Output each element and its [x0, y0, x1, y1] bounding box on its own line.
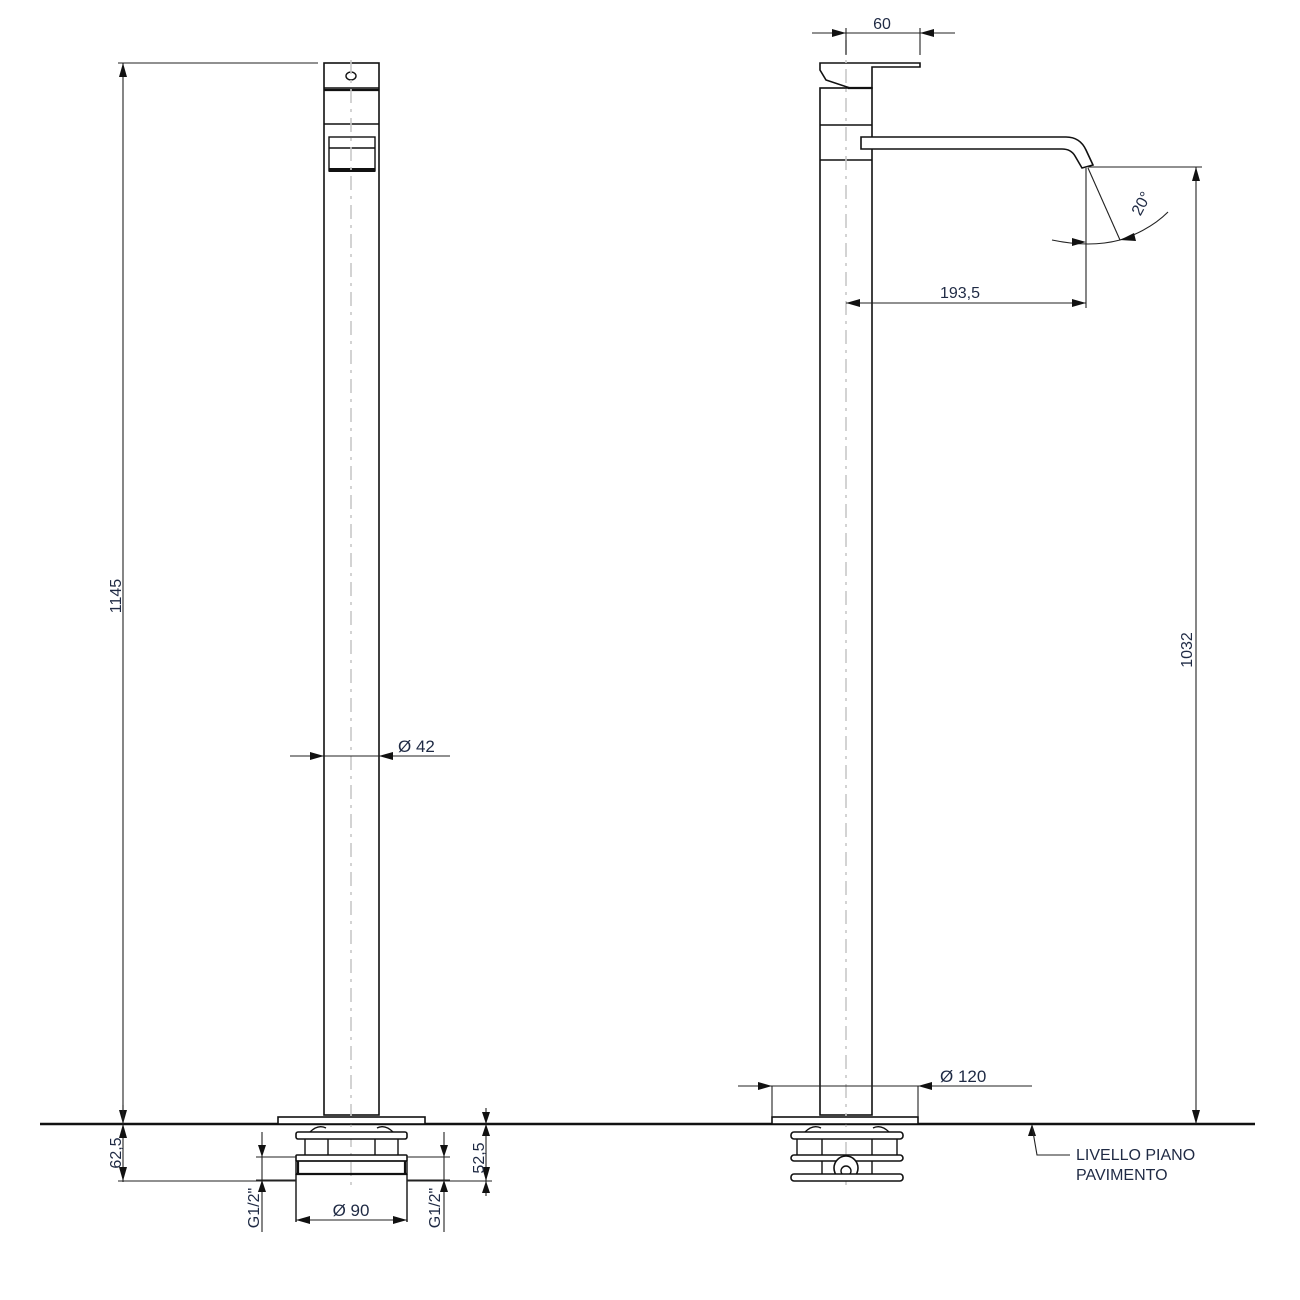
dimension-column-diameter: Ø 42 — [290, 737, 450, 760]
dim-label-52-5: 52,5 — [471, 1142, 488, 1173]
dim-label-62-5: 62,5 — [108, 1137, 125, 1168]
side-view: 60 193,5 20° 1032 — [738, 16, 1202, 1190]
dimension-spout-reach: 193,5 — [846, 168, 1087, 308]
dimension-handle-length: 60 — [812, 16, 955, 55]
floor-note-line1: LIVELLO PIANO — [1076, 1147, 1195, 1164]
dim-label-thread-left: G1/2" — [246, 1188, 263, 1228]
dimension-spout-height: 1032 — [1088, 166, 1202, 1124]
dimension-thread-left: G1/2" — [246, 1132, 296, 1232]
floor-level-note: LIVELLO PIANO PAVIMENTO — [1028, 1124, 1195, 1184]
side-base-flange — [771, 1116, 919, 1125]
side-column — [819, 62, 921, 1116]
dimension-flange-diameter: Ø 120 — [738, 1067, 1032, 1117]
dim-label-20-deg: 20° — [1129, 189, 1155, 218]
front-fitting — [295, 1125, 408, 1222]
side-fitting — [790, 1125, 904, 1182]
dimension-below-floor: 62,5 — [108, 1105, 296, 1182]
dimension-thread-right: G1/2" — [407, 1132, 450, 1232]
dim-label-1032: 1032 — [1179, 632, 1196, 668]
dimension-total-height: 1145 — [108, 62, 318, 1124]
front-view: 1145 Ø 42 62,5 G1/2" — [108, 60, 492, 1232]
dimension-base-diameter: Ø 90 — [296, 1201, 407, 1224]
dim-label-diameter-42: Ø 42 — [398, 737, 435, 756]
front-base-flange — [277, 1116, 426, 1125]
dimension-base-depth: 52,5 — [407, 1108, 492, 1196]
floor-note-line2: PAVIMENTO — [1076, 1167, 1168, 1184]
dim-label-diameter-120: Ø 120 — [940, 1067, 986, 1086]
dimension-spout-angle: 20° — [1051, 167, 1169, 246]
dim-label-thread-right: G1/2" — [427, 1188, 444, 1228]
dim-label-diameter-90: Ø 90 — [333, 1201, 370, 1220]
dim-label-193-5: 193,5 — [940, 285, 980, 302]
side-spout — [860, 136, 1095, 169]
dim-label-60: 60 — [873, 16, 891, 33]
dim-label-1145: 1145 — [108, 579, 125, 614]
